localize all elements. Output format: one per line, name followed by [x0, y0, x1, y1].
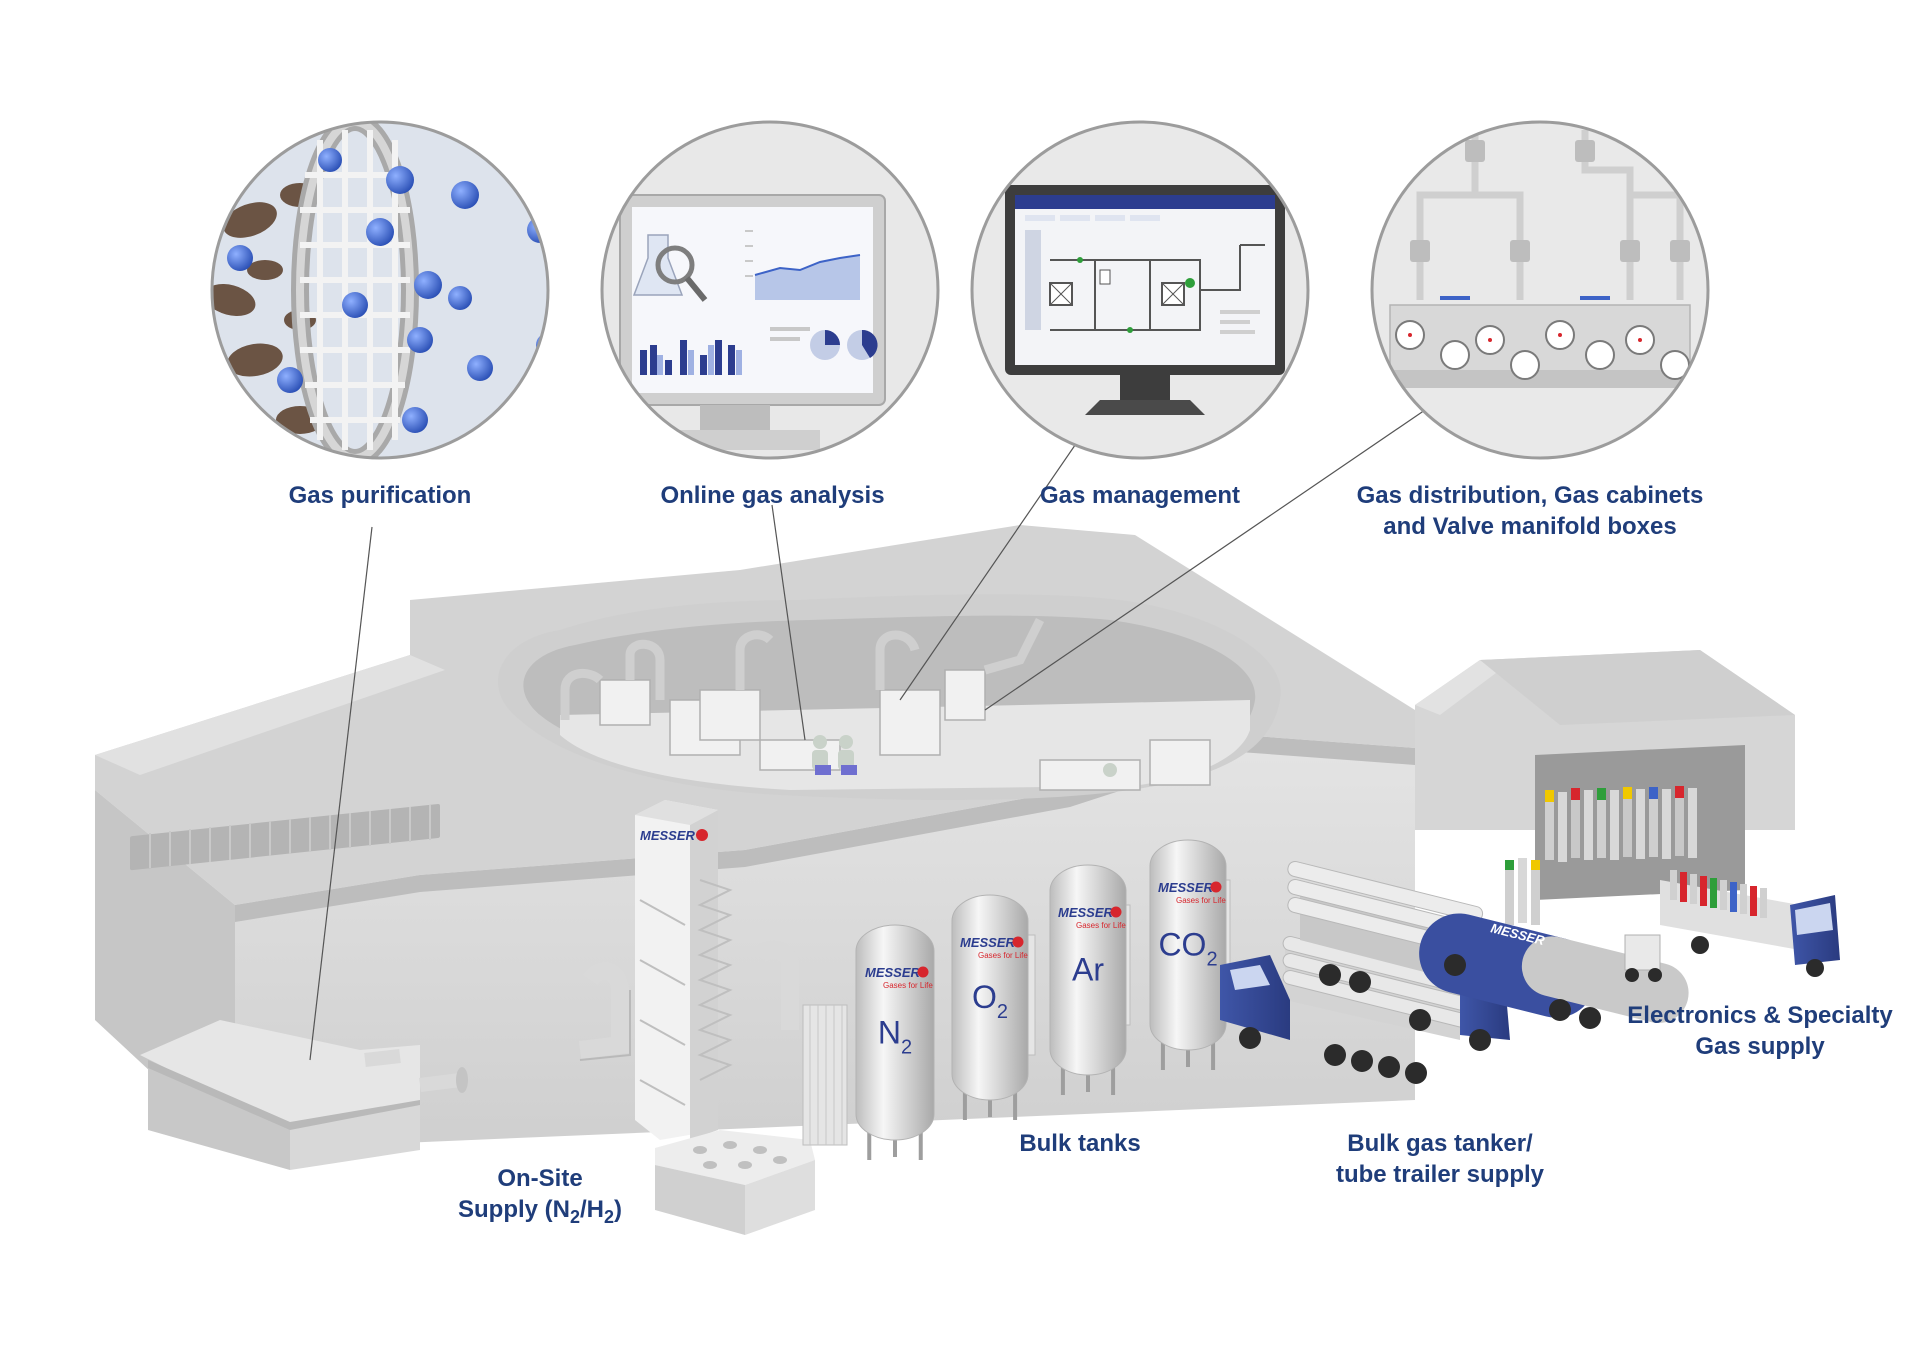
side-warehouse — [1415, 650, 1795, 925]
tower-logo-brand: MESSER — [640, 828, 696, 843]
tank-logo-tagline: Gases for Life — [1076, 921, 1126, 930]
label-onsite-suffix: ) — [614, 1196, 623, 1223]
label-onsite-sub2: 2 — [604, 1206, 615, 1227]
leader-lines — [309, 409, 1426, 1061]
leader-gas-management — [899, 434, 1083, 701]
leader-gas-distribution — [984, 409, 1426, 711]
tank-logo-brand: MESSER — [1158, 880, 1214, 895]
tank-subscript: 2 — [901, 1036, 912, 1058]
tank-gas-symbol: N2 — [878, 1014, 912, 1058]
label-gas-distribution-line2: and Valve manifold boxes — [1383, 513, 1677, 540]
tank-logo-tagline: Gases for Life — [978, 951, 1028, 960]
label-onsite-sub1: 2 — [569, 1206, 580, 1227]
purification-filter-icon — [210, 120, 550, 460]
tank-logo-tagline: Gases for Life — [1176, 896, 1226, 905]
label-gas-distribution-line1: Gas distribution, Gas cabinets — [1356, 482, 1704, 509]
leader-gas-purification — [309, 526, 373, 1061]
label-onsite-line2: Supply (N2/H2) — [420, 1194, 660, 1233]
label-onsite-mid: /H — [580, 1196, 604, 1223]
label-onsite-supply: On-Site Supply (N2/H2) — [420, 1163, 660, 1233]
tank-gas-symbol: CO2 — [1158, 927, 1217, 971]
label-gas-distribution: Gas distribution, Gas cabinets and Valve… — [1300, 480, 1760, 542]
label-bulk-tanks: Bulk tanks — [1019, 1130, 1141, 1157]
tank-logo-brand: MESSER — [960, 935, 1016, 950]
cylinder-truck — [1624, 870, 1840, 982]
purification-building — [140, 1020, 468, 1170]
tank-symbol: O — [972, 979, 997, 1015]
management-monitor-icon — [970, 120, 1310, 460]
tower-logo: MESSER — [640, 828, 708, 843]
label-onsite-line1: On-Site — [497, 1165, 583, 1192]
label-gas-purification: Gas purification — [288, 482, 472, 509]
label-onsite-prefix: Supply (N — [457, 1196, 570, 1223]
tank-symbol: CO — [1158, 927, 1206, 963]
label-bulk-tanker: Bulk gas tanker/ tube trailer supply — [1280, 1128, 1600, 1190]
tank-logo-brand: MESSER — [1058, 905, 1114, 920]
label-tanker-line2: tube trailer supply — [1335, 1161, 1545, 1188]
tank-gas-symbol: O2 — [972, 979, 1008, 1023]
tank-subscript: 2 — [1206, 949, 1217, 971]
distribution-manifold-icon — [1370, 120, 1710, 460]
tank-subscript: 2 — [997, 1001, 1008, 1023]
label-electronics-specialty: Electronics & Specialty Gas supply — [1600, 1000, 1920, 1062]
label-online-gas-analysis: Online gas analysis — [660, 482, 885, 509]
tank-symbol: N — [878, 1014, 901, 1050]
tank-gas-symbol: Ar — [1072, 952, 1104, 988]
tank-symbol: Ar — [1072, 952, 1104, 988]
onsite-tower: MESSER — [635, 800, 815, 1235]
label-electronics-line2: Gas supply — [1695, 1033, 1825, 1060]
label-electronics-line1: Electronics & Specialty — [1627, 1002, 1893, 1029]
tank-logo-tagline: Gases for Life — [883, 981, 933, 990]
label-gas-management: Gas management — [1039, 482, 1241, 509]
main-building — [95, 525, 1415, 1150]
gas-tanker: MESSER — [1419, 913, 1689, 1029]
tank-logo-brand: MESSER — [865, 965, 921, 980]
label-tanker-line1: Bulk gas tanker/ — [1347, 1130, 1533, 1157]
analysis-monitor-icon — [600, 120, 940, 460]
leader-online-analysis — [771, 504, 806, 741]
